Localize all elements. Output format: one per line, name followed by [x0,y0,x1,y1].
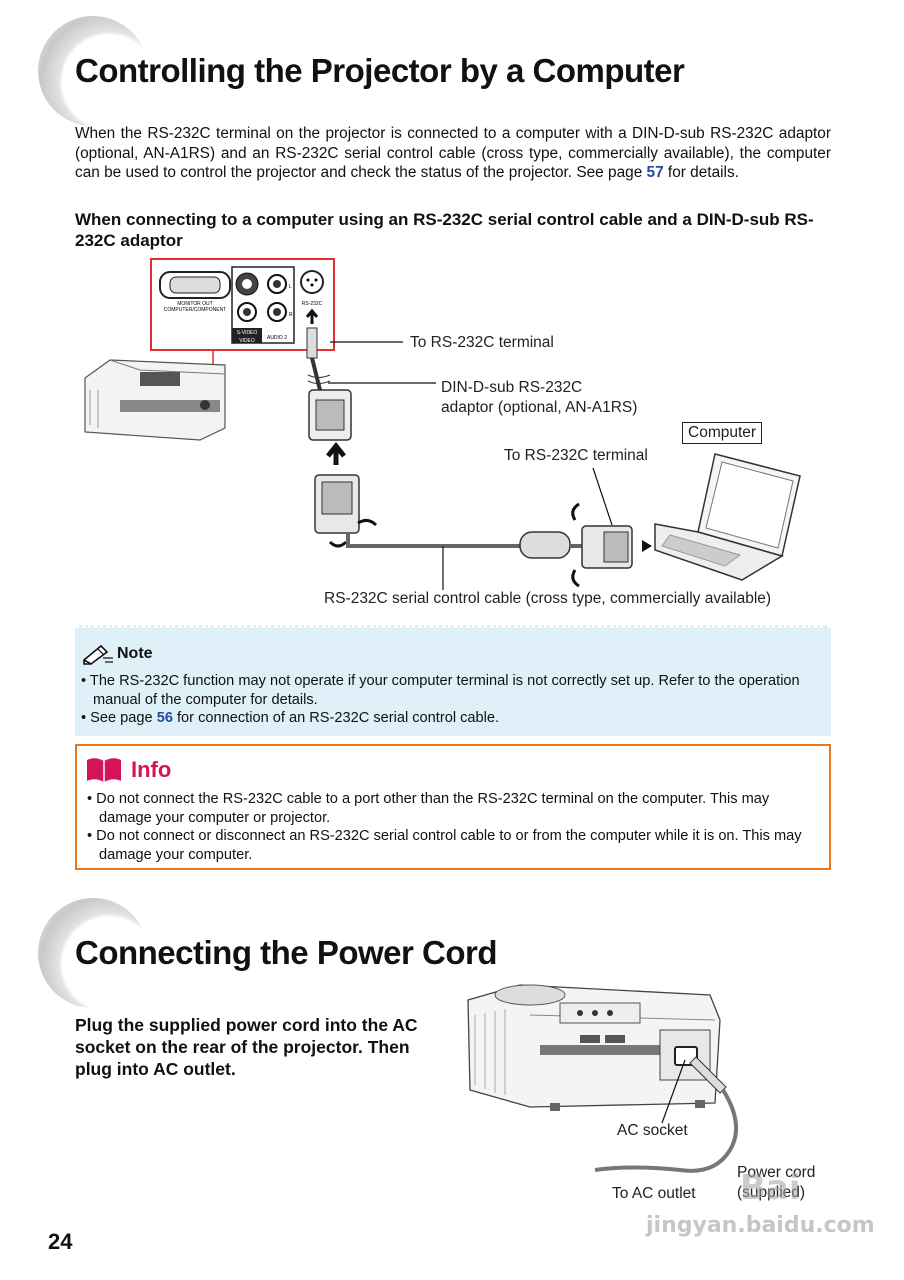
intro-text-end: for details. [663,164,739,181]
info-header: Info [85,756,171,784]
monitor-out-label: MONITOR OUT [177,301,212,307]
computer-component-label: COMPUTER/COMPONENT [164,307,227,313]
audio2-label: AUDIO 2 [267,335,287,341]
label-power-cord-line2: (supplied) [737,1184,806,1201]
book-icon [87,758,121,782]
rs232c-port-icon [300,270,324,294]
power-plug-icon [689,1056,727,1094]
watermark-logo: Bai [740,1168,801,1208]
label-computer: Computer [682,422,763,444]
note-item-1: • The RS-232C function may not operate i… [81,673,800,708]
section-decoration [38,898,148,1008]
pencil-note-icon [83,644,113,665]
info-item-1: • Do not connect the RS-232C cable to a … [87,791,770,826]
note-header: Note [81,642,153,666]
label-to-rs232c-terminal-computer: To RS-232C terminal [504,447,648,464]
label-adaptor-line1: DIN-D-sub RS-232C [441,379,583,396]
label-power-cord-line1: Power cord [737,1164,816,1181]
page-number: 24 [48,1229,73,1254]
note-item-2: • See page 56 for connection of an RS-23… [81,709,823,728]
note-list: • The RS-232C function may not operate i… [81,672,823,728]
watermark-url: jingyan.baidu.com [646,1213,875,1238]
power-cord-diagram [467,984,739,1173]
up-arrow-icon [305,308,319,324]
page-link-57[interactable]: 57 [646,164,664,181]
up-arrow-icon [326,441,346,465]
section-title-power: Connecting the Power Cord [75,934,498,971]
note-title: Note [117,645,153,662]
ferrite-core-icon [519,531,571,559]
note-box: Note • The RS-232C function may not oper… [75,625,831,736]
info-list: • Do not connect the RS-232C cable to a … [87,790,823,864]
label-adaptor: DIN-D-sub RS-232C adaptor (optional, AN-… [441,378,637,418]
subheading-rs232c: When connecting to a computer using an R… [75,210,814,250]
label-to-ac-outlet: To AC outlet [612,1185,696,1202]
label-to-rs232c-terminal: To RS-232C terminal [410,334,554,351]
info-item-2: • Do not connect or disconnect an RS-232… [87,828,802,863]
audio-l-label: L [289,284,292,290]
info-title: Info [131,757,172,782]
right-arrow-icon [642,540,652,552]
note-item-2-text-end: for connection of an RS-232C serial cont… [172,710,500,726]
section-title-computer: Controlling the Projector by a Computer [75,52,685,89]
power-cord-icon [594,1088,739,1173]
intro-paragraph: When the RS-232C terminal on the project… [75,124,831,183]
video-label: VIDEO [239,338,255,344]
label-power-cord: Power cord (supplied) [737,1163,815,1203]
rs232c-plug [306,327,318,359]
note-item-2-text: • See page [81,710,157,726]
label-serial-cable: RS-232C serial control cable (cross type… [324,590,772,607]
rs232c-connection-diagram: MONITOR OUT COMPUTER/COMPONENT S-VIDEO V… [84,258,801,590]
rs232c-panel-label: RS-232C [302,301,323,307]
label-ac-socket: AC socket [617,1122,688,1139]
page-link-56[interactable]: 56 [156,710,173,726]
info-box: Info • Do not connect the RS-232C cable … [75,744,831,870]
label-adaptor-line2: adaptor (optional, AN-A1RS) [441,399,638,416]
section-decoration [38,16,148,126]
intro-text: When the RS-232C terminal on the project… [75,125,831,181]
power-instruction: Plug the supplied power cord into the AC… [75,1015,418,1079]
audio-r-label: R [289,312,293,318]
s-video-label: S-VIDEO [237,330,258,336]
